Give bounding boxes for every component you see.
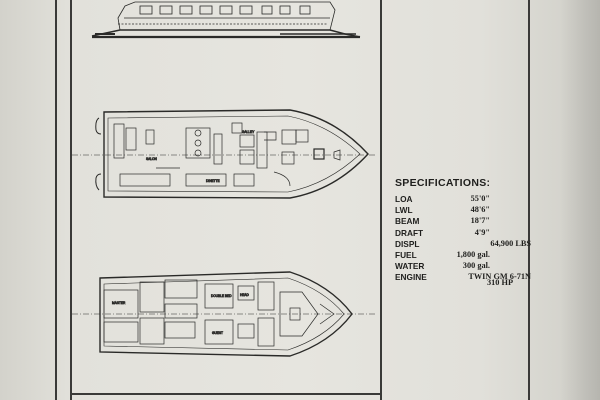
spec-row-engine: ENGINE TWIN GM 6-71N (395, 272, 535, 283)
spec-label: BEAM (395, 216, 420, 227)
label-double-bed: DOUBLE BED (211, 294, 232, 298)
label-galley: GALLEY (242, 130, 255, 134)
profile-view (91, 1, 361, 39)
border-line-bottom (70, 393, 380, 395)
spec-row-water: WATER 300 gal. (395, 261, 535, 272)
spec-label: DISPL (395, 238, 420, 249)
main-deck-plan: SALON GALLEY DINETTE (72, 109, 375, 199)
spec-value: 48'6" (470, 205, 490, 215)
lower-deck-plan: MASTER DOUBLE BED GUEST HEAD (72, 271, 375, 357)
spec-value: 1,800 gal. (456, 249, 490, 259)
spec-value: 18'7" (470, 216, 490, 226)
spec-value: 64,900 LBS (490, 238, 531, 248)
spec-value: 4'9" (474, 227, 490, 237)
spec-row-lwl: LWL 48'6" (395, 205, 535, 216)
spec-label: ENGINE (395, 272, 427, 283)
border-line-left-outer (55, 0, 57, 400)
spec-label: LWL (395, 205, 413, 216)
border-line-right (528, 0, 530, 400)
page-edge-shadow (560, 0, 600, 400)
spec-row-loa: LOA 55'0" (395, 194, 535, 205)
specifications-table: LOA 55'0" LWL 48'6" BEAM 18'7" DRAFT 4'9… (395, 194, 535, 284)
spec-row-fuel: FUEL 1,800 gal. (395, 250, 535, 261)
spec-label: DRAFT (395, 227, 424, 238)
spec-value: 300 gal. (462, 261, 490, 271)
spec-label: FUEL (395, 249, 417, 260)
spec-row-draft: DRAFT 4'9" (395, 228, 535, 239)
spec-row-beam: BEAM 18'7" (395, 216, 535, 227)
spec-value: 55'0" (470, 194, 490, 203)
spec-label: WATER (395, 261, 425, 272)
label-guest: GUEST (212, 331, 223, 335)
spec-engine-hp: 310 HP (487, 278, 514, 287)
spec-value: TWIN GM 6-71N (468, 272, 531, 282)
label-salon: SALON (146, 157, 158, 161)
label-dinette: DINETTE (206, 179, 220, 183)
specifications-heading: SPECIFICATIONS: (395, 177, 491, 189)
border-line-left-inner (70, 0, 72, 400)
label-head: HEAD (240, 293, 250, 297)
label-master: MASTER (112, 301, 126, 305)
spec-label: LOA (395, 194, 413, 204)
border-line-center (380, 0, 382, 400)
spec-row-displ: DISPL 64,900 LBS (395, 239, 535, 250)
